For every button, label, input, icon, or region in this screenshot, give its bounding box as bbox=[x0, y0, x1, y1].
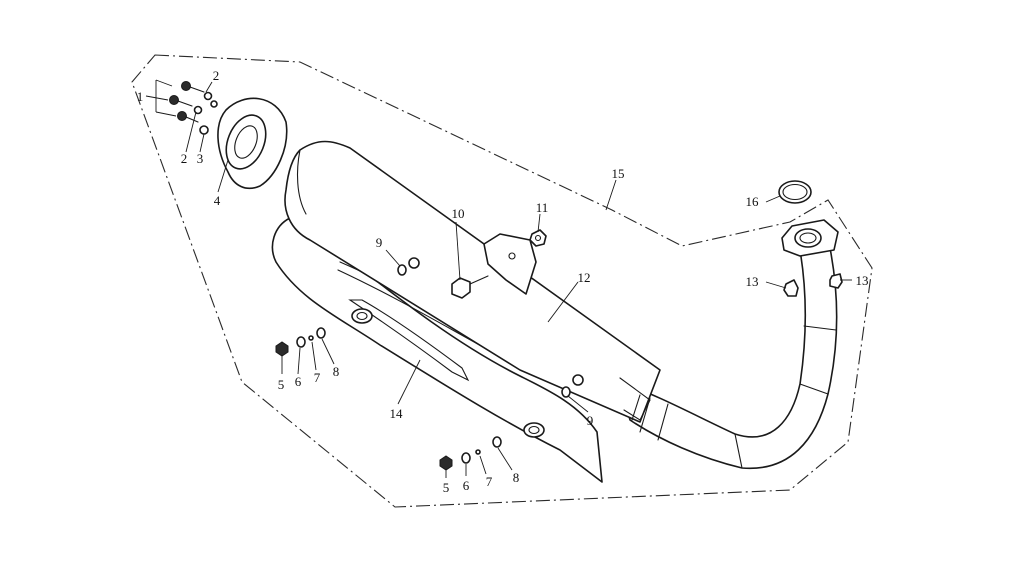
callout-3: 3 bbox=[197, 151, 204, 166]
callout-5: 5 bbox=[278, 377, 285, 392]
callout-10: 10 bbox=[452, 206, 465, 221]
callout-6: 6 bbox=[463, 478, 470, 493]
callout-15: 15 bbox=[612, 166, 625, 181]
callout-5: 5 bbox=[443, 480, 450, 495]
callout-9: 9 bbox=[587, 413, 594, 428]
callout-11: 11 bbox=[536, 200, 549, 215]
end-cap-washers bbox=[193, 91, 218, 135]
callout-8: 8 bbox=[333, 364, 340, 379]
exhaust-header-pipe bbox=[619, 247, 838, 470]
callout-7: 7 bbox=[314, 370, 321, 385]
callout-12: 12 bbox=[578, 270, 591, 285]
muffler-mounting-bracket bbox=[483, 233, 537, 295]
callout-13: 13 bbox=[856, 273, 869, 288]
header-flange bbox=[781, 219, 839, 257]
callout-13: 13 bbox=[746, 274, 759, 289]
callout-4: 4 bbox=[214, 193, 221, 208]
exhaust-gasket-ring bbox=[778, 180, 812, 204]
heat-shield-spacers bbox=[397, 257, 584, 398]
callout-14: 14 bbox=[390, 406, 404, 421]
callout-16: 16 bbox=[746, 194, 760, 209]
assembly-boundary-outline bbox=[131, 54, 873, 508]
flange-stud-nuts bbox=[783, 273, 843, 297]
heat-shield-fastener-set-lower bbox=[439, 436, 502, 471]
end-cap-bolts bbox=[169, 81, 205, 123]
callout-9: 9 bbox=[376, 235, 383, 250]
muffler-end-cap bbox=[217, 97, 288, 190]
callout-leader-lines bbox=[145, 79, 852, 478]
muffler-body bbox=[284, 140, 661, 423]
callout-8: 8 bbox=[513, 470, 520, 485]
callout-2: 2 bbox=[213, 68, 220, 83]
callout-labels: 1 2 2 3 4 5 6 7 8 5 6 7 8 9 9 10 11 12 1… bbox=[137, 68, 869, 495]
callout-7: 7 bbox=[486, 474, 493, 489]
callout-1: 1 bbox=[137, 89, 144, 104]
heat-shield-fastener-set-upper bbox=[275, 327, 326, 357]
bracket-nut bbox=[529, 229, 547, 247]
callout-2: 2 bbox=[181, 151, 188, 166]
callout-6: 6 bbox=[295, 374, 302, 389]
